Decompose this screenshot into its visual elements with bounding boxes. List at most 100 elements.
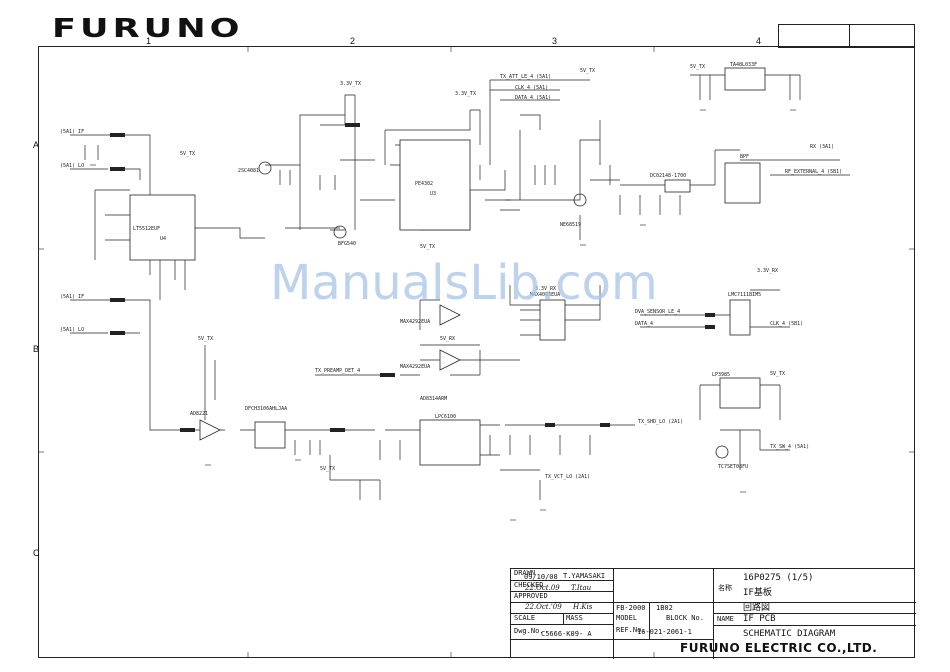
part-label: LPC6100 (435, 414, 456, 420)
part-label: LT5512EUF (133, 226, 160, 232)
part-label: DFCH3106AHLJAA (245, 406, 287, 412)
title-code: 16P0275 (1/5) (743, 573, 814, 583)
rail-label: 5V_TX (420, 244, 435, 250)
ref-label: U3 (430, 191, 436, 197)
approved-label: APPROVED (514, 592, 548, 600)
block-label: BLOCK No. (666, 614, 704, 622)
resistor (110, 298, 125, 302)
dwg-label: Dwg.No. (514, 627, 544, 635)
grid-ticks (38, 46, 915, 658)
rail-label: 5V_TX (198, 336, 213, 342)
transistor-q1 (258, 161, 272, 175)
title-block: DRAWN 09/10/08 T.YAMASAKI CHECKED 22.Oct… (510, 568, 916, 659)
transistor-q3 (573, 193, 587, 207)
net-label: TX_VCT_LO (2A1) (545, 474, 590, 480)
module-u1 (664, 179, 691, 193)
ic-u3 (399, 139, 471, 231)
resistor (110, 331, 125, 335)
ic-u4 (129, 194, 196, 261)
company-name: FURUNO ELECTRIC CO.,LTD. (680, 641, 878, 655)
part-label: BPF (740, 154, 749, 160)
rail-label: 5V_TX (690, 64, 705, 70)
dwg-number: C5666-K09- A (541, 630, 592, 638)
approved-sign: H.Kis (573, 603, 593, 611)
row-letter: B (33, 344, 40, 354)
column-number: 4 (756, 36, 762, 46)
checked-date: 22.Oct.09 (525, 584, 560, 592)
inductor (545, 423, 555, 427)
part-label: MAX4292EUA (400, 364, 430, 370)
schematic-jp: 回路図 (743, 603, 771, 613)
rail-labels: 3.3V_TX 3.3V_TX 5V_TX 5V_TX 5V_TX 3.3V_R… (180, 64, 785, 472)
part-label: NE68519 (560, 222, 581, 228)
mass-label: MASS (566, 614, 583, 622)
name-label: NAME (717, 615, 734, 623)
resistor (380, 373, 395, 377)
model-label: MODEL (616, 614, 638, 622)
rail-label: 3.3V_TX (455, 91, 476, 97)
furuno-logo: FURUNO (52, 14, 244, 44)
part-label: BFG540 (338, 241, 356, 247)
part-label: MAX4003EUA (530, 292, 560, 298)
net-label: RF_EXTERNAL_4 (5B1) (785, 169, 842, 175)
part-label: AD8314ARM (420, 396, 447, 402)
net-label: DATA_4 (635, 321, 653, 327)
rail-label: 5V_TX (320, 466, 335, 472)
resistor (705, 313, 715, 317)
block-number: 1B02 (656, 604, 673, 612)
net-label: TX_ATT_LE_4 (5A1) (500, 74, 551, 80)
scale-label: SCALE (514, 614, 536, 622)
component-labels: LT5512EUF U4 PE4302 U3 2SC4081 BFG540 NE… (133, 62, 761, 470)
resistor (600, 423, 610, 427)
resistor (345, 123, 360, 127)
rail-label: 5V_TX (770, 371, 785, 377)
part-label: TA48L033F (730, 62, 757, 68)
net-label: DATA_4 (5A1) (515, 95, 551, 101)
ic-u13 (719, 377, 761, 409)
net-label: (5A1) LO (60, 163, 84, 169)
column-number: 2 (350, 36, 356, 46)
filter-fl3 (724, 162, 761, 204)
column-number: 1 (146, 36, 152, 46)
approved-date: 22.Oct.'09 (525, 603, 562, 611)
part-label: DC02148-1700 (650, 173, 686, 179)
drawn-name: T.YAMASAKI (563, 572, 606, 580)
gate-u15 (715, 445, 729, 459)
revision-box (778, 24, 915, 48)
drawing-frame (38, 46, 915, 658)
part-label: MAX4292EUA (400, 319, 430, 325)
part-label: LP3985 (712, 372, 730, 378)
part-label: 2SC4081 (238, 168, 259, 174)
row-letter: A (33, 140, 40, 150)
resistor (110, 133, 125, 137)
resistor (705, 325, 715, 329)
ic-u6 (419, 419, 481, 466)
model-value: FB-2000 (616, 604, 646, 612)
ref-label: U4 (160, 236, 166, 242)
watermark: ManualsLib.com (270, 255, 658, 311)
resistor (330, 428, 345, 432)
net-label: (5A1) LO (60, 327, 84, 333)
checked-label: CHECKED (514, 581, 544, 589)
drawn-date: 09/10/08 (524, 573, 558, 581)
drawn-label: DRAWN (514, 569, 536, 577)
net-label: DVA_SENSOR_LE_4 (635, 309, 680, 315)
opamp-u10 (439, 304, 461, 326)
net-label: RX (3A1) (810, 144, 834, 150)
resistor (110, 167, 125, 171)
row-letter: C (33, 548, 40, 558)
schematic-en: SCHEMATIC DIAGRAM (743, 629, 836, 639)
checked-sign: T.Itau (571, 584, 592, 592)
net-label: TX_SHD_LO (2A1) (638, 419, 683, 425)
small-components (110, 123, 715, 432)
ref-label: REF.No. (616, 626, 646, 634)
amplifiers (199, 304, 461, 441)
transistor-q2 (333, 225, 347, 239)
net-label: (5A1) IF (60, 129, 84, 135)
name-en: IF PCB (743, 614, 776, 624)
net-label: CLK_4 (5B1) (770, 321, 803, 327)
amp-u14 (199, 419, 221, 441)
net-label: TX_PREAMP_DET_4 (315, 368, 360, 374)
net-label: (5A1) IF (60, 294, 84, 300)
net-label: CLK_4 (5A1) (515, 85, 548, 91)
